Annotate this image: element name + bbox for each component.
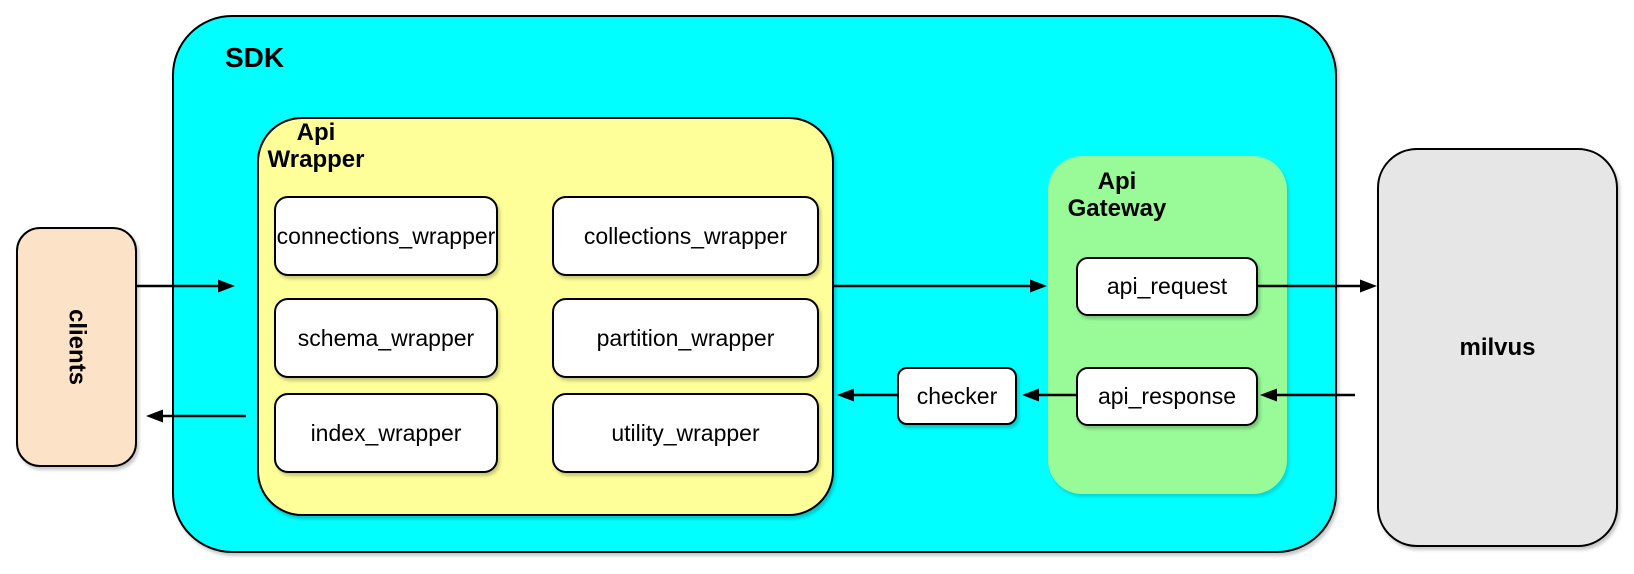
api-gateway-label: Api Gateway [1067, 168, 1167, 222]
clients-box: clients [16, 227, 137, 467]
api-wrapper-label: Api Wrapper [267, 119, 365, 173]
milvus-label: milvus [1459, 333, 1536, 361]
connections-wrapper-box: connections_wrapper [274, 196, 498, 276]
connections-wrapper-label: connections_wrapper [276, 222, 496, 249]
milvus-box: milvus [1377, 148, 1618, 547]
schema-wrapper-label: schema_wrapper [297, 324, 475, 351]
clients-label: clients [63, 308, 91, 386]
index-wrapper-box: index_wrapper [274, 393, 498, 473]
api-gateway-container [1048, 156, 1287, 494]
api-response-label: api_response [1097, 383, 1237, 409]
collections-wrapper-box: collections_wrapper [552, 196, 819, 276]
partition-wrapper-label: partition_wrapper [596, 324, 775, 351]
partition-wrapper-box: partition_wrapper [552, 298, 819, 378]
api-request-box: api_request [1076, 257, 1258, 316]
schema-wrapper-box: schema_wrapper [274, 298, 498, 378]
checker-label: checker [916, 382, 998, 409]
api-response-box: api_response [1076, 367, 1258, 426]
checker-box: checker [897, 367, 1017, 425]
sdk-label: SDK [225, 42, 285, 73]
api-request-label: api_request [1106, 273, 1228, 299]
utility-wrapper-label: utility_wrapper [611, 419, 760, 446]
utility-wrapper-box: utility_wrapper [552, 393, 819, 473]
collections-wrapper-label: collections_wrapper [583, 222, 788, 249]
index-wrapper-label: index_wrapper [310, 419, 462, 446]
